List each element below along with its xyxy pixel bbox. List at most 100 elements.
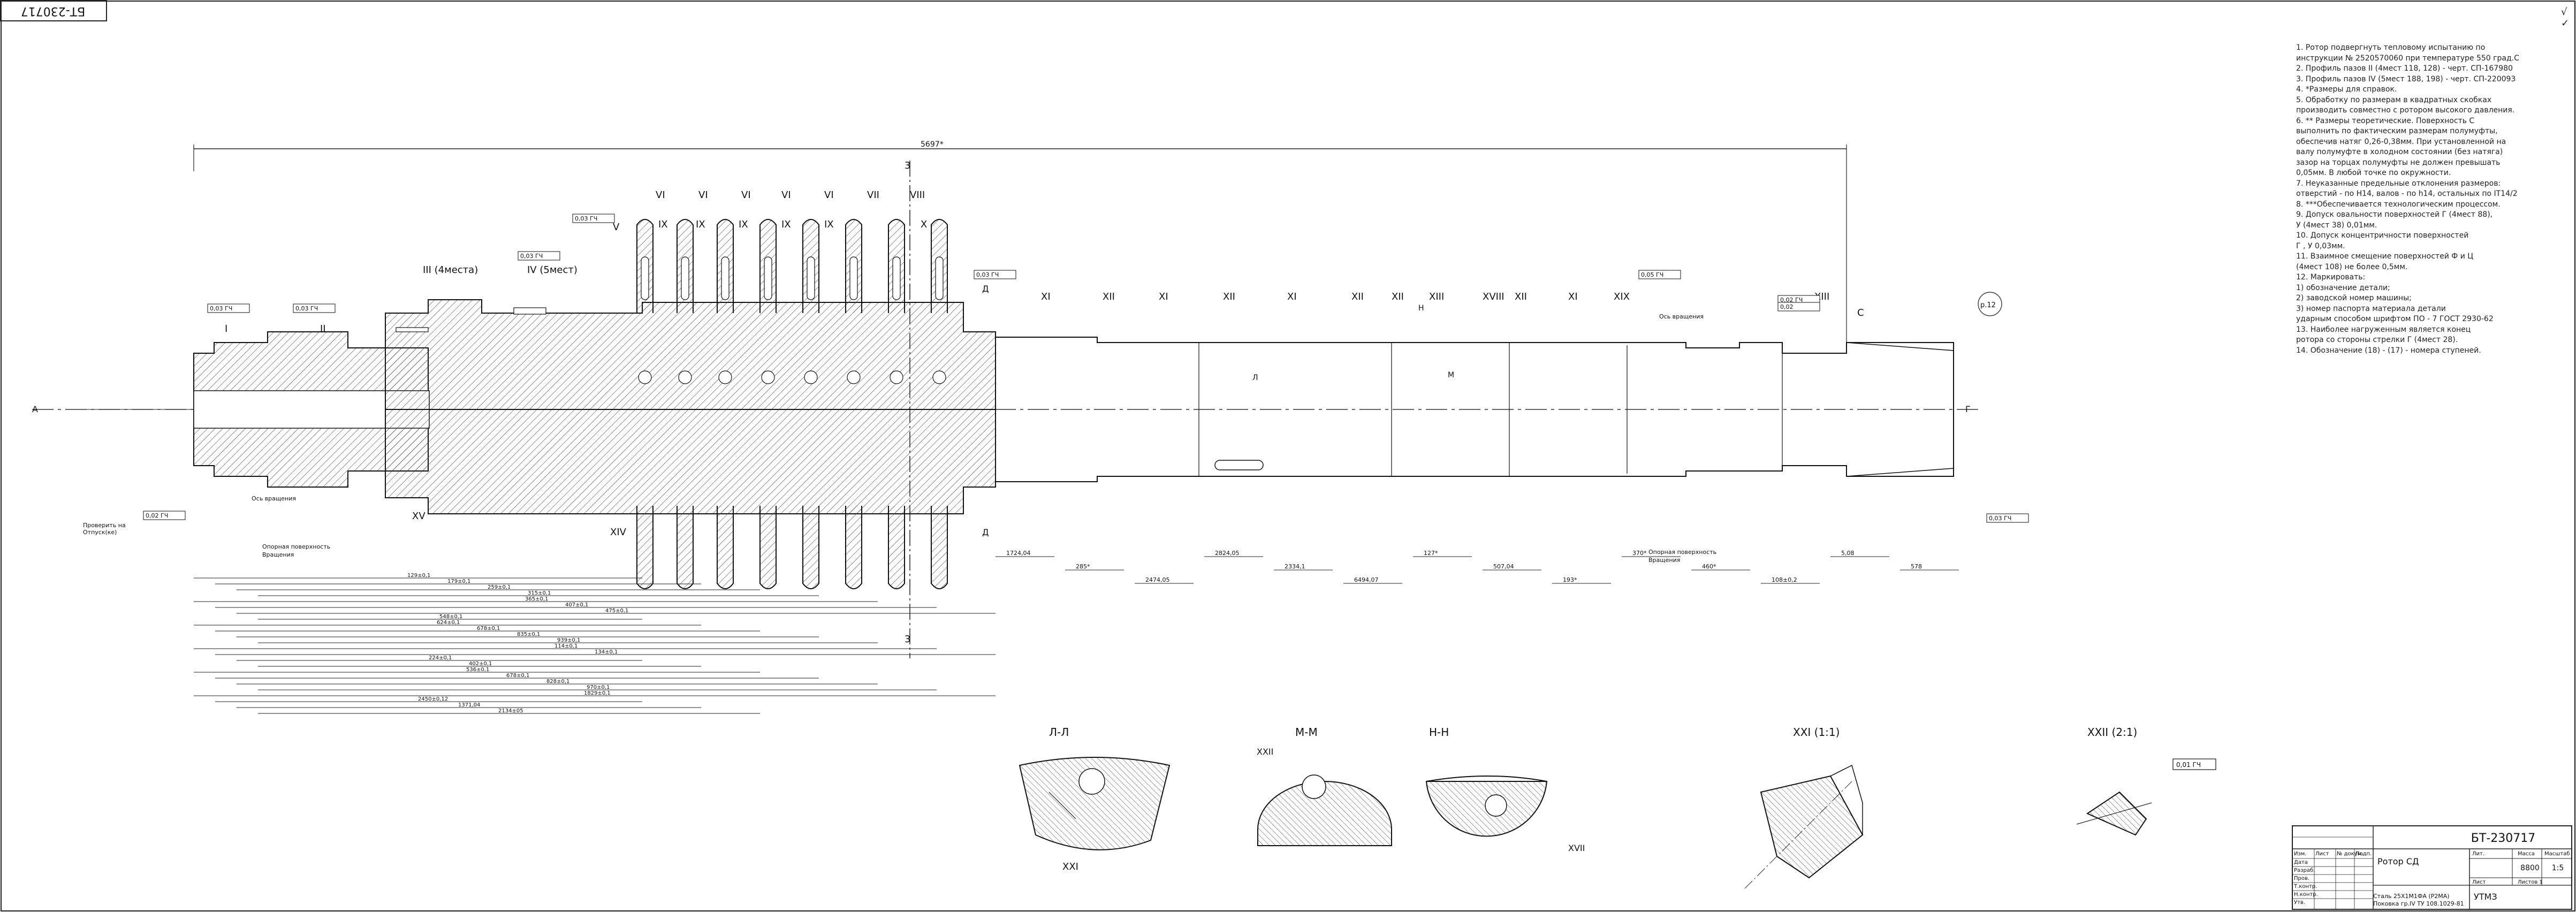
tolerance-frame — [207, 303, 250, 313]
section-view-l: Л-Л XXI — [1019, 726, 1171, 872]
section-xxi-title: XXI (1:1) — [1793, 726, 1840, 739]
note-line: отверстий - по Н14, валов - по h14, оста… — [2296, 189, 2518, 198]
note-line: 2. Профиль пазов II (4мест 118, 128) - ч… — [2296, 64, 2513, 73]
dim-value-right: 108±0,2 — [1772, 576, 1797, 583]
dim-value: 828±0,1 — [546, 679, 569, 685]
dim-value: 536±0,1 — [466, 667, 489, 673]
dim-value: 1829±0,1 — [584, 690, 611, 696]
section-xxii-title: XXII (2:1) — [2087, 726, 2137, 739]
note-line: 12. Маркировать: — [2296, 273, 2366, 282]
note-line: 4. *Размеры для справок. — [2296, 85, 2397, 94]
dim-value: 134±0,1 — [595, 649, 618, 655]
title-block-material: Сталь 25Х1М1ФА (Р2МА) — [2373, 893, 2450, 900]
tolerance-value: 0,02 ГЧ — [146, 512, 168, 519]
dim-value: 315±0,1 — [528, 590, 551, 596]
note-line: инструкции № 2520570060 при температуре … — [2296, 54, 2519, 63]
note-line: 13. Наиболее нагруженным является конец — [2296, 325, 2471, 334]
note-line: ротора со стороны стрелки Г (4мест 28). — [2296, 336, 2458, 344]
note-line: 8. ***Обеспечивается технологическим про… — [2296, 200, 2501, 209]
dim-value: 1371,04 — [458, 702, 480, 708]
rotor-section: А — [32, 299, 996, 514]
tolerance-frame — [1638, 270, 1681, 279]
disk-lower — [677, 506, 694, 589]
title-block-org: УТМЗ — [2474, 892, 2497, 902]
tb-header-tcontr: Т.контр. — [2294, 884, 2317, 890]
disk-lower — [636, 506, 654, 589]
section-d-mark-top: Д — [982, 284, 989, 294]
title-block-code: БТ-230717 — [2471, 832, 2536, 845]
note-line: валу полумуфте в холодном состоянии (без… — [2296, 148, 2503, 156]
note-line: 14. Обозначение (18) - (17) - номера сту… — [2296, 346, 2481, 355]
disk-slot-upper — [681, 256, 689, 300]
radius-label: р.12 — [1980, 301, 1996, 309]
dim-value-right: 2474,05 — [1145, 576, 1170, 583]
note-line: производить совместно с ротором высокого… — [2296, 106, 2515, 115]
title-block-grid — [2293, 826, 2571, 909]
dim-value-right: 1724,04 — [1006, 550, 1031, 557]
dim-value-right: 460* — [1702, 563, 1716, 570]
disk-lower — [717, 506, 734, 589]
tb-header-date: Дата — [2294, 860, 2308, 865]
dim-value: 129±0,1 — [407, 573, 430, 579]
dim-value-right: 285* — [1076, 563, 1090, 570]
disk-lower — [759, 506, 777, 589]
dim-value: 259±0,1 — [488, 584, 511, 590]
support-surface-label: Опорная поверхность — [262, 543, 330, 550]
note-line: обеспечив натяг 0,26-0,38мм. При установ… — [2296, 137, 2506, 146]
support-surface-label2: Вращения — [262, 551, 294, 558]
feature-label: XV — [412, 511, 425, 522]
section-a-mark: А — [32, 404, 38, 414]
stage-number-circle — [761, 370, 775, 384]
tb-header-mass: Масса — [2518, 851, 2535, 857]
note-line: 10. Допуск концентричности поверхностей — [2296, 231, 2469, 240]
dim-value: 475±0,1 — [605, 608, 628, 614]
feature-label: XI — [1568, 291, 1578, 302]
feature-label: XVIII — [1483, 291, 1504, 302]
dim-value: 970±0,1 — [587, 685, 610, 690]
feature-label: IX — [696, 219, 705, 230]
tolerance-value: 0,02 ГЧ — [1780, 297, 1803, 303]
section-n-title: Н-Н — [1429, 726, 1449, 739]
tolerance-frame — [1986, 513, 2029, 523]
stage-number-circle — [678, 370, 692, 384]
disk-slot-upper — [849, 256, 858, 300]
rotor-disks-lower — [636, 506, 948, 589]
section-view-xxi: XXI (1:1) — [1744, 726, 1864, 889]
tb-header-sign: Подп. — [2355, 851, 2372, 857]
feature-label: XI — [1159, 291, 1168, 302]
feature-label: XII — [1351, 291, 1364, 302]
note-line: (4мест 108) не более 0,5мм. — [2296, 262, 2408, 271]
section-view-n: Н-Н XVII — [1425, 726, 1585, 853]
tb-header-scale: Масштаб — [2544, 851, 2570, 857]
axis-rotation-label-right: Ось вращения — [1659, 313, 1704, 320]
dim-value: 365±0,1 — [525, 596, 548, 602]
tb-header-approve: Утв. — [2294, 900, 2305, 906]
tolerance-value: 0,03 ГЧ — [1989, 515, 2011, 522]
dim-value: 114±0,1 — [554, 643, 577, 649]
section-n-mark: Н — [1418, 304, 1424, 313]
section-g-mark: Г — [1965, 404, 1971, 414]
feature-label: XII — [1392, 291, 1404, 302]
feature-label: V — [613, 222, 620, 233]
tolerance-value: 0,03 ГЧ — [976, 271, 999, 278]
note-line: 5. Обработку по размерам в квадратных ск… — [2296, 95, 2492, 104]
dim-value: 407±0,1 — [565, 602, 588, 608]
cut-number-top: 3 — [905, 160, 910, 171]
title-block-material-2: Поковка гр.IV ТУ 108.1029-81 — [2373, 900, 2464, 907]
note-line: 1) обозначение детали; — [2296, 283, 2390, 292]
title-block: БТ-230717 Ротор СД Сталь 25Х1М1ФА (Р2МА)… — [2292, 825, 2572, 910]
tolerance-value: 0,02 — [1780, 303, 1794, 310]
feature-label: XIII — [1429, 291, 1444, 302]
tb-header-check: Пров. — [2294, 876, 2310, 881]
dim-value: 2450±0,12 — [418, 696, 448, 702]
note-line: 11. Взаимное смещение поверхностей Ф и Ц — [2296, 252, 2474, 261]
stage-number-circle — [638, 370, 652, 384]
tb-header-sheets: Листов 1 — [2518, 879, 2543, 885]
disk-lower — [888, 506, 905, 589]
feature-label: C — [1857, 307, 1864, 318]
note-line: выполнить по фактическим размерам полуму… — [2296, 127, 2498, 135]
section-m-title: М-М — [1295, 726, 1318, 739]
